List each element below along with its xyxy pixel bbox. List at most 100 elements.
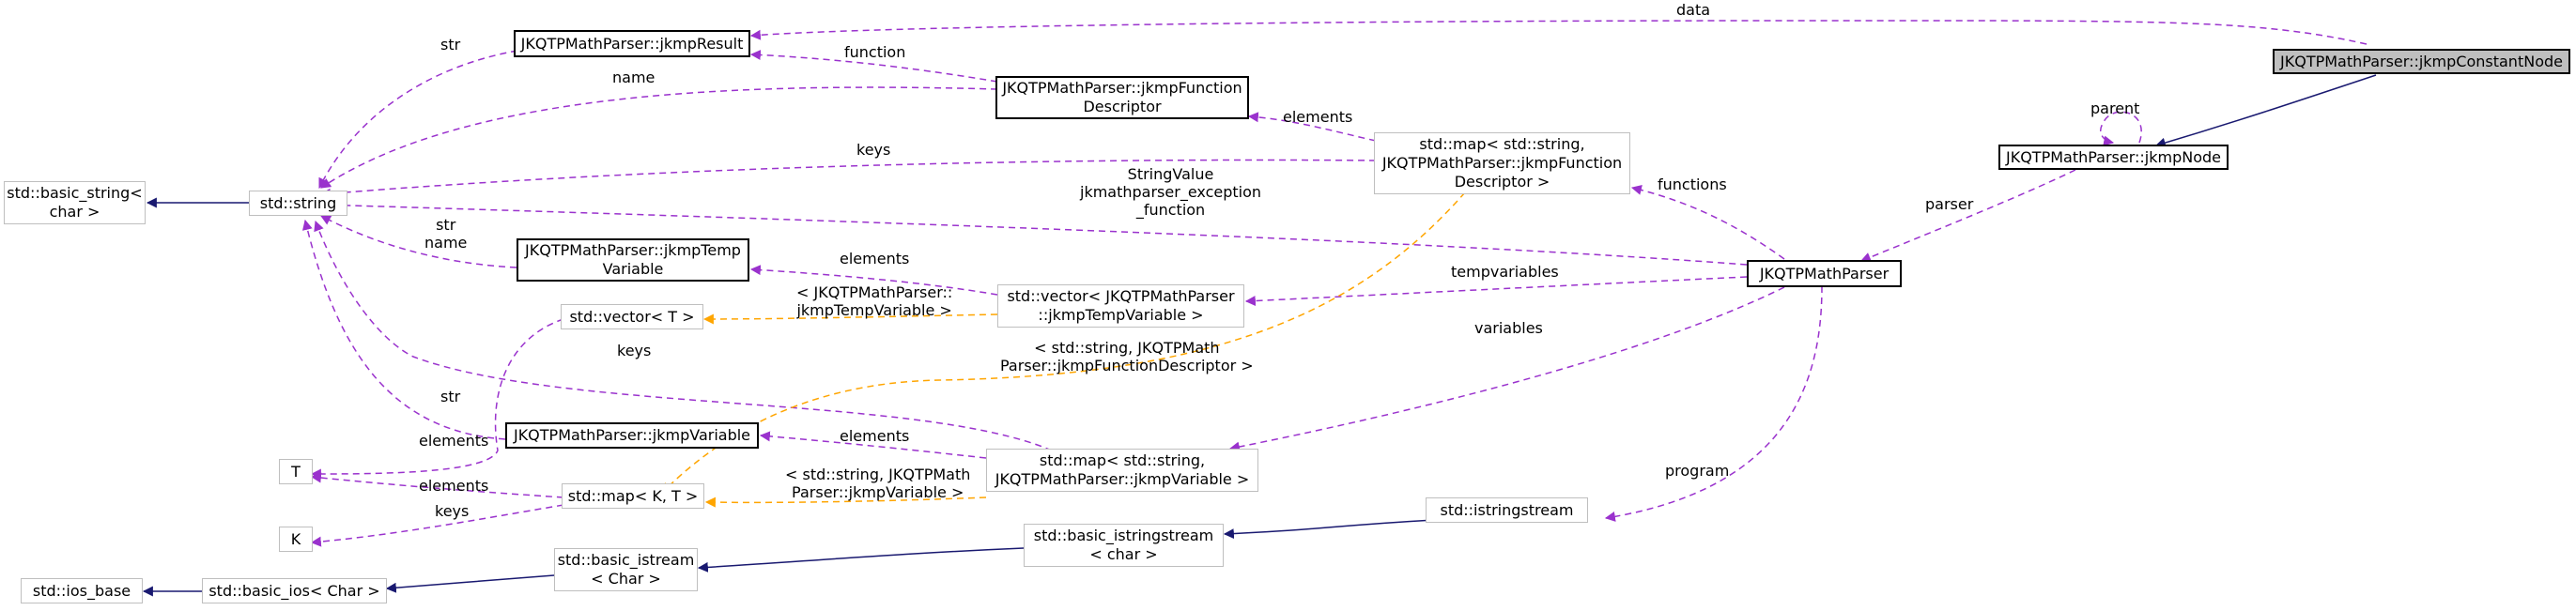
node-label: JKQTPMathParser: [1759, 264, 1890, 283]
node-basic-string[interactable]: std::basic_string< char >: [4, 181, 146, 224]
node-label-line: JKQTPMathParser::jkmpVariable >: [995, 470, 1250, 488]
node-label-line: std::basic_istringstream: [1033, 527, 1214, 544]
edge-label-parent: parent: [2090, 99, 2140, 117]
edge-constantnode-to-jkmpnode: [2154, 74, 2377, 148]
edge-label-name-fd: name: [612, 69, 656, 86]
node-label-line: Descriptor >: [1454, 173, 1550, 191]
edge-label-line: jkmpTempVariable >: [796, 301, 952, 319]
node-function-descriptor[interactable]: JKQTPMathParser::jkmpFunction Descriptor: [995, 76, 1249, 119]
node-map-function[interactable]: std::map< std::string, JKQTPMathParser::…: [1374, 132, 1630, 194]
node-std-string[interactable]: std::string: [249, 191, 347, 216]
edge-function: [749, 50, 998, 83]
edge-label-variables: variables: [1474, 319, 1543, 337]
node-label-line: std::basic_istream: [557, 551, 695, 569]
node-vector-temp[interactable]: std::vector< JKQTPMathParser ::jkmpTempV…: [997, 284, 1244, 328]
node-label-line: std::map< std::string,: [1419, 135, 1585, 153]
node-label: std::string: [259, 193, 337, 212]
edge-label-program: program: [1665, 462, 1730, 480]
node-jkmp-node[interactable]: JKQTPMathParser::jkmpNode: [1998, 145, 2229, 170]
node-label: std::ios_base: [32, 581, 131, 600]
edge-label-elements-temp: elements: [840, 250, 910, 267]
edge-elements-map-t: [310, 472, 564, 498]
node-map-variable[interactable]: std::map< std::string, JKQTPMathParser::…: [986, 449, 1258, 492]
edge-label-line: Parser::jkmpVariable >: [792, 483, 964, 501]
edge-label-elements-var: elements: [840, 427, 910, 445]
edge-label-elements-fd: elements: [1283, 108, 1353, 126]
edge-label-data: data: [1676, 1, 1711, 19]
node-math-parser[interactable]: JKQTPMathParser: [1747, 260, 1902, 287]
edge-label-str-var: str: [440, 388, 461, 405]
node-label: JKQTPMathParser::jkmpResult: [520, 34, 744, 53]
node-constant-node[interactable]: JKQTPMathParser::jkmpConstantNode: [2273, 49, 2570, 74]
node-map-kt[interactable]: std::map< K, T >: [562, 483, 704, 509]
edge-program: [1604, 285, 1823, 522]
node-label-line: JKQTPMathParser::jkmpTemp: [525, 241, 741, 259]
edge-tempvariables: [1244, 276, 1748, 307]
node-k-param[interactable]: K: [279, 527, 313, 552]
edge-istringstream-to-basicistringstream: [1223, 519, 1436, 540]
edge-label-keys-map-var: keys: [617, 342, 652, 359]
node-label: JKQTPMathParser::jkmpVariable: [513, 426, 751, 444]
node-basic-ios[interactable]: std::basic_ios< Char >: [202, 578, 387, 603]
edge-functions: [1630, 184, 1785, 260]
node-ios-base[interactable]: std::ios_base: [21, 578, 143, 603]
node-label: JKQTPMathParser::jkmpConstantNode: [2280, 52, 2563, 70]
node-basic-istringstream[interactable]: std::basic_istringstream < char >: [1024, 524, 1224, 567]
node-t-param[interactable]: T: [279, 459, 313, 484]
node-temp-variable[interactable]: JKQTPMathParser::jkmpTemp Variable: [517, 238, 749, 282]
edge-label-elements-vec-t: elements: [419, 432, 489, 450]
edge-map-var-tmpl: [704, 496, 987, 508]
edge-label-map-var-tmpl: < std::string, JKQTPMath Parser::jkmpVar…: [785, 466, 970, 501]
node-label-line: std::basic_string<: [7, 184, 143, 202]
edge-label-keys-map-k: keys: [435, 502, 470, 520]
edge-label-line: name: [424, 234, 468, 252]
edge-basicistringstream-to-basicistream: [697, 547, 1025, 573]
node-jkmp-result[interactable]: JKQTPMathParser::jkmpResult: [514, 30, 750, 57]
edge-label-stringvalue: StringValue jkmathparser_exception _func…: [1080, 165, 1261, 219]
edge-label-parser: parser: [1925, 195, 1974, 213]
node-basic-istream[interactable]: std::basic_istream < Char >: [554, 548, 698, 591]
node-label-line: std::vector< JKQTPMathParser: [1007, 287, 1235, 305]
node-vector-t[interactable]: std::vector< T >: [561, 304, 703, 329]
edge-variables: [1228, 286, 1785, 452]
edge-vector-tmpl: [702, 313, 998, 325]
edge-label-elements-map-t: elements: [419, 477, 489, 495]
node-jkmp-variable[interactable]: JKQTPMathParser::jkmpVariable: [505, 422, 759, 449]
edge-label-line: StringValue: [1127, 165, 1214, 183]
edge-keys-map-var: [314, 220, 1053, 451]
edge-label-line: str: [436, 216, 456, 234]
edge-keys-map-fd: [319, 159, 1377, 199]
edge-label-line: < std::string, JKQTPMath: [1034, 339, 1220, 357]
node-label-line: std::map< std::string,: [1039, 451, 1206, 469]
node-label-line: < char >: [1089, 545, 1158, 563]
edge-label-functions: functions: [1658, 176, 1727, 193]
edge-label-function: function: [844, 43, 906, 61]
node-istringstream[interactable]: std::istringstream: [1426, 497, 1588, 523]
node-label-line: < Char >: [591, 570, 661, 588]
edge-parent: [2100, 111, 2142, 146]
edge-elements-fd: [1247, 112, 1377, 142]
node-label: std::vector< T >: [569, 307, 695, 326]
node-label-line: ::jkmpTempVariable >: [1038, 306, 1204, 324]
edge-elements-temp: [749, 265, 998, 296]
node-label: std::map< K, T >: [567, 486, 699, 505]
edge-label-line: _function: [1135, 201, 1206, 219]
node-label-line: char >: [49, 203, 100, 221]
edge-name-fd: [320, 86, 998, 189]
node-label: T: [291, 462, 301, 481]
edge-label-map-fd-tmpl: < std::string, JKQTPMath Parser::jkmpFun…: [1000, 339, 1254, 374]
node-label: JKQTPMathParser::jkmpNode: [2005, 147, 2222, 166]
edge-keys-map-k: [310, 504, 564, 547]
node-label-line: JKQTPMathParser::jkmpFunction: [1002, 79, 1242, 97]
edge-str-name: [320, 215, 517, 268]
edge-label-tempvariables: tempvariables: [1451, 263, 1559, 281]
edge-label-line: jkmathparser_exception: [1080, 183, 1262, 201]
edge-label-keys-map-fd: keys: [856, 141, 891, 159]
edge-elements-vec-t: [310, 318, 564, 480]
edge-data: [749, 20, 2368, 45]
edge-str-result: [318, 50, 518, 189]
node-label-line: JKQTPMathParser::jkmpFunction: [1381, 154, 1623, 172]
edge-label-line: < std::string, JKQTPMath: [785, 466, 971, 483]
edge-label-line: < JKQTPMathParser::: [796, 283, 953, 301]
